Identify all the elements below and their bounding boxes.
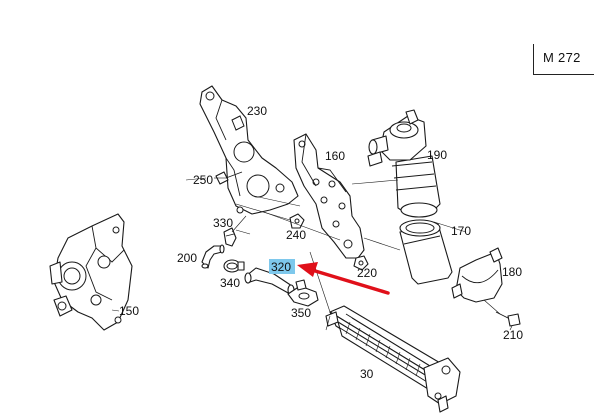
model-code-box: M 272	[533, 44, 594, 75]
part-170-insulating-sleeve[interactable]	[399, 219, 453, 285]
part-160-heat-shield[interactable]	[293, 133, 365, 259]
label-320[interactable]: 320	[271, 260, 291, 274]
label-150[interactable]: 150	[119, 304, 139, 318]
part-150-pump-housing[interactable]	[49, 213, 133, 331]
part-240-nut[interactable]	[289, 213, 305, 229]
label-30[interactable]: 30	[360, 367, 374, 381]
part-200-coolant-hose[interactable]	[201, 244, 225, 269]
label-210[interactable]: 210	[503, 328, 523, 342]
label-160[interactable]: 160	[325, 149, 345, 163]
label-180[interactable]: 180	[502, 265, 522, 279]
part-230-mounting-bracket[interactable]	[199, 85, 299, 215]
label-340[interactable]: 340	[220, 276, 240, 290]
part-190-electric-pump[interactable]	[367, 109, 441, 218]
label-250[interactable]: 250	[193, 173, 213, 187]
part-180-retaining-bracket[interactable]	[451, 247, 503, 303]
part-340-hose-clamp[interactable]	[223, 259, 245, 273]
pointer-arrow	[297, 262, 390, 295]
model-code-label: M 272	[543, 50, 581, 65]
label-230[interactable]: 230	[247, 104, 267, 118]
part-210-bolt[interactable]	[495, 311, 521, 331]
highlight-320-box	[269, 259, 295, 274]
label-240[interactable]: 240	[286, 228, 306, 242]
part-30-radiator[interactable]	[325, 305, 461, 413]
assembly-lead-lines	[185, 177, 501, 331]
label-350[interactable]: 350	[291, 306, 311, 320]
label-170[interactable]: 170	[451, 224, 471, 238]
label-330[interactable]: 330	[213, 216, 233, 230]
part-220-nut[interactable]	[353, 255, 369, 271]
label-190[interactable]: 190	[427, 148, 447, 162]
label-200[interactable]: 200	[177, 251, 197, 265]
part-350-clip[interactable]	[287, 279, 319, 307]
part-330-hose-connector[interactable]	[223, 227, 237, 247]
label-220[interactable]: 220	[357, 266, 377, 280]
